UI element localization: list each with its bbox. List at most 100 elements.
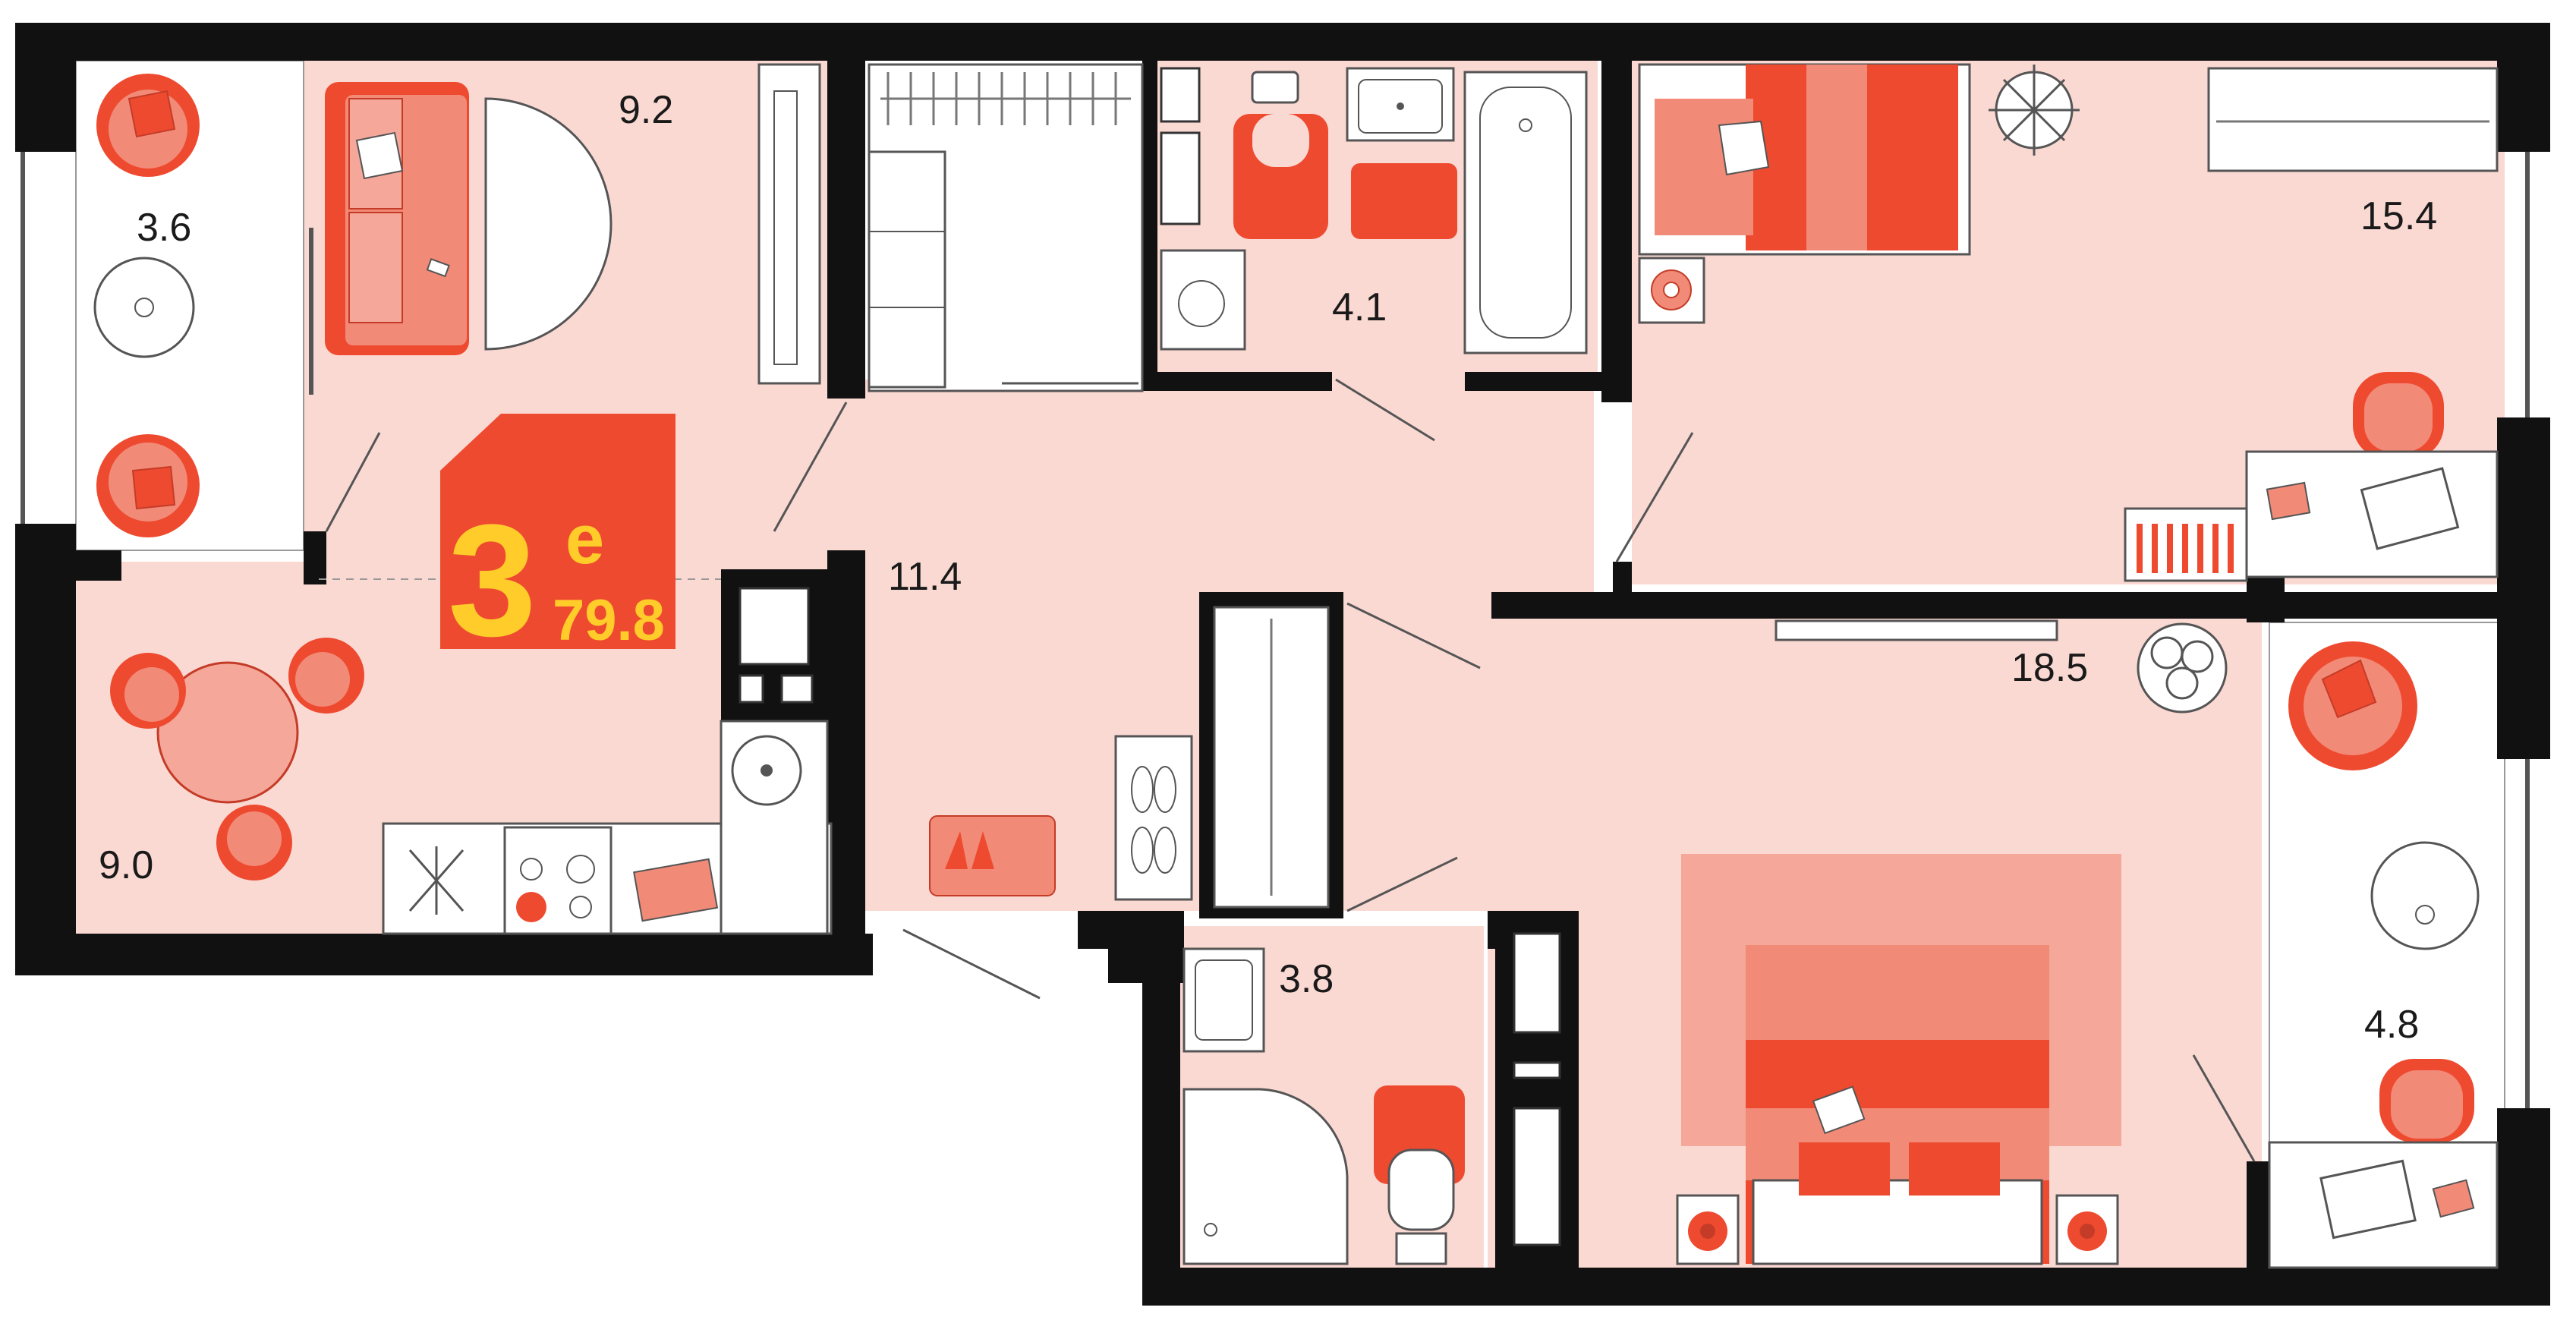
room-area-bath-bottom: 3.8 — [1279, 957, 1334, 1001]
radiator-icon — [2124, 507, 2248, 582]
bathtub-icon — [1463, 71, 1588, 354]
wall-living-kitchen-col — [304, 531, 326, 584]
niche-bath-col-3 — [1513, 1107, 1561, 1246]
wall-bedroom-stub — [1613, 562, 1632, 592]
niche-kitchen-col-2 — [738, 674, 764, 704]
niche-kitchen-col-3 — [780, 674, 814, 704]
shoe-rack-icon — [1114, 735, 1193, 901]
room-count-label: 3 — [448, 491, 537, 669]
room-area-bath-top: 4.1 — [1332, 285, 1387, 329]
laptop-icon — [2360, 467, 2460, 550]
toilet-icon — [1233, 71, 1328, 239]
plant-icon — [1989, 65, 2080, 156]
wall-balcony-right-top — [2247, 577, 2285, 622]
niche-bath-col-1 — [1513, 932, 1561, 1034]
chair-icon — [2379, 1059, 2474, 1142]
closet-furniture — [868, 63, 1144, 392]
wall-closet-divider — [827, 61, 865, 399]
balcony-right-furniture — [2268, 641, 2499, 1269]
sofa-icon — [325, 82, 469, 355]
room-area-hallway: 11.4 — [888, 555, 962, 599]
nightstand-icon — [1638, 257, 1705, 324]
door-icon — [2192, 1054, 2256, 1162]
door-icon — [773, 402, 848, 532]
bathroom-bottom-fixtures — [1183, 947, 1465, 1265]
bedroom-main-furniture — [1676, 619, 2228, 1265]
washing-machine-icon — [1160, 249, 1246, 351]
dining-table-icon — [156, 661, 299, 804]
wall-balcony-right-low — [2247, 1161, 2269, 1268]
room-area-bedroom-main: 18.5 — [2011, 646, 2089, 690]
chair-icon — [110, 653, 186, 729]
single-bed-icon — [1638, 63, 1971, 256]
bookshelf-icon — [2207, 67, 2499, 172]
sink-icon — [731, 735, 802, 806]
round-table-icon — [2370, 841, 2480, 950]
kitchen-furniture — [110, 638, 833, 935]
armchair-icon — [96, 74, 200, 177]
armchair-icon — [2288, 641, 2417, 770]
cutting-board — [633, 858, 719, 922]
dishwasher-icon — [408, 846, 464, 915]
niches — [738, 67, 1561, 1246]
wall-bath-top-bottom-r — [1465, 372, 1628, 391]
door-icon — [1346, 602, 1481, 669]
double-bed-icon — [1746, 945, 2049, 1265]
armchair-icon — [96, 434, 200, 537]
stove-icon — [503, 826, 613, 935]
shower-icon — [1183, 1088, 1349, 1265]
round-rug-icon — [484, 97, 613, 351]
bedroom-top-furniture — [1638, 63, 2499, 582]
room-type-suffix: е — [565, 501, 605, 578]
wall-bottom-left — [15, 934, 873, 975]
wall-bottom-right — [1142, 1268, 2527, 1306]
wall-bath-bottom-left — [1142, 926, 1180, 1306]
wall-hall-left-edge — [835, 550, 865, 573]
niche-bath-top-2 — [1160, 131, 1201, 225]
hallway-furniture — [929, 606, 1330, 909]
door-icon — [1335, 378, 1435, 442]
wardrobe-icon — [1213, 606, 1330, 909]
room-area-bedroom-top: 15.4 — [2360, 194, 2438, 238]
wall-left-mid — [15, 524, 76, 956]
wall-bath-bedroom — [1601, 61, 1632, 402]
wardrobe-icon — [757, 63, 821, 385]
niche-kitchen-col — [738, 587, 810, 666]
desk-icon — [2268, 1141, 2499, 1269]
radiator-icon — [1775, 619, 2058, 641]
plant-icon — [2137, 622, 2228, 714]
area-badge — [440, 414, 675, 649]
shelf-unit — [868, 150, 946, 389]
sink-icon — [1346, 67, 1455, 142]
niche-bath-top-1 — [1160, 67, 1201, 123]
doors — [325, 378, 2256, 1162]
chair-icon — [2353, 372, 2444, 459]
wall-right-mid — [2497, 417, 2550, 759]
room-area-kitchen: 9.0 — [99, 843, 154, 887]
living-room-furniture — [309, 63, 821, 395]
door-icon — [1615, 432, 1694, 562]
wall-bath-top-bottom-l — [1142, 372, 1332, 391]
toilet-icon — [1374, 1085, 1465, 1265]
niche-bath-col-2 — [1513, 1061, 1561, 1079]
chair-icon — [216, 805, 292, 881]
room-area-balcony-right: 4.8 — [2364, 1003, 2420, 1047]
wall-right-top — [2497, 23, 2550, 152]
door-icon — [325, 432, 381, 532]
nightstand-icon — [2055, 1194, 2119, 1265]
balcony-left-furniture — [93, 74, 200, 537]
wall-kitchen-hall — [827, 550, 865, 945]
room-area-balcony-left: 3.6 — [137, 206, 192, 250]
desk-icon — [2245, 450, 2499, 578]
wall-bath-top-left — [1142, 61, 1157, 387]
nightstand-icon — [1676, 1194, 1740, 1265]
wall-top — [15, 23, 2527, 61]
chair-icon — [288, 638, 364, 714]
wall-left-top — [15, 23, 76, 152]
round-table-icon — [93, 257, 195, 358]
laptop-icon — [2319, 1159, 2417, 1240]
wall-balcony-left-bottom — [76, 550, 121, 581]
sink-icon — [1183, 947, 1265, 1053]
wall-bedrooms-divider — [1491, 592, 2501, 619]
